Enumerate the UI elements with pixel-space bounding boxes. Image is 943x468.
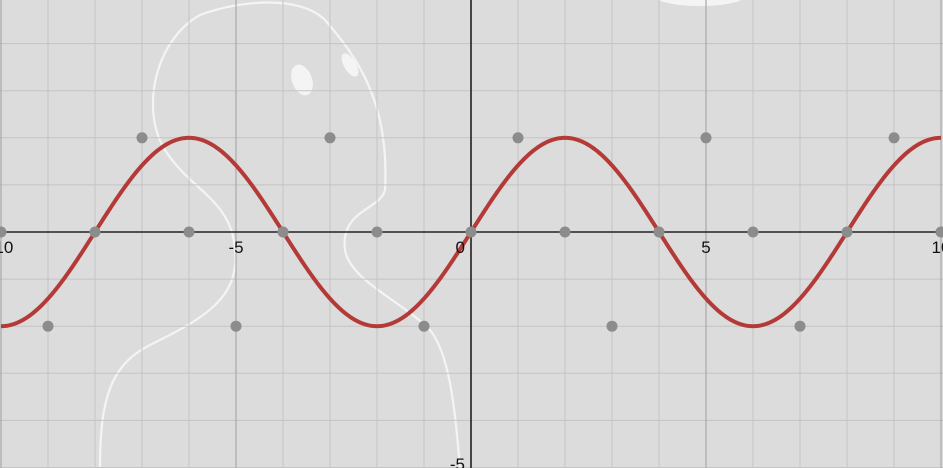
data-point	[230, 320, 242, 332]
data-point	[653, 226, 665, 238]
data-point	[747, 226, 759, 238]
data-point	[465, 226, 477, 238]
points-layer	[0, 132, 943, 332]
x-tick-label: -10	[0, 238, 13, 257]
doodle-eye-right	[341, 53, 359, 77]
y-tick-label: -5	[450, 455, 465, 468]
data-point	[371, 226, 383, 238]
x-tick-label: 0	[456, 238, 465, 257]
data-point	[0, 226, 7, 238]
data-point	[841, 226, 853, 238]
data-point	[700, 132, 712, 144]
doodle-eye-left	[291, 64, 313, 96]
data-point	[42, 320, 54, 332]
data-point	[324, 132, 336, 144]
data-point	[606, 320, 618, 332]
doodle-tail	[98, 249, 237, 468]
x-tick-label: 5	[701, 238, 710, 257]
data-point	[136, 132, 148, 144]
data-point	[277, 226, 289, 238]
x-tick-label: 10	[932, 238, 943, 257]
data-point	[89, 226, 101, 238]
doodle-marks	[291, 0, 742, 96]
data-point	[559, 226, 571, 238]
data-point	[512, 132, 524, 144]
tick-labels: -10 -5 0 5 10 -5	[0, 238, 943, 468]
data-point	[794, 320, 806, 332]
data-point	[418, 320, 430, 332]
data-point	[183, 226, 195, 238]
doodle-blob-top	[658, 0, 742, 6]
data-point	[888, 132, 900, 144]
x-tick-label: -5	[228, 238, 243, 257]
data-point	[935, 226, 943, 238]
